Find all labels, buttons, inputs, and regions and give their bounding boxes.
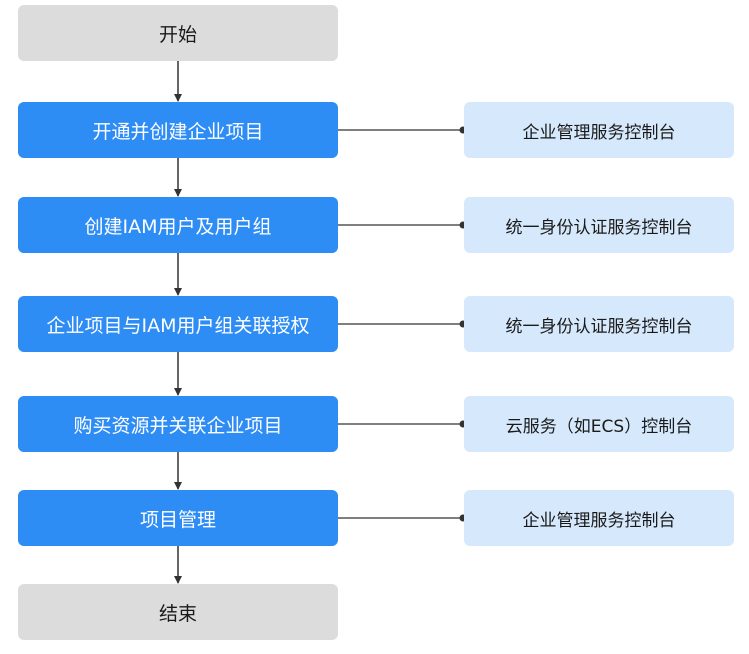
console-enterprise-management-2: 企业管理服务控制台	[464, 490, 734, 546]
console-cloud-service: 云服务（如ECS）控制台	[464, 396, 734, 452]
console-enterprise-management-1: 企业管理服务控制台	[464, 102, 734, 158]
console-iam-1: 统一身份认证服务控制台	[464, 197, 734, 253]
start-node: 开始	[18, 5, 338, 61]
step-create-iam-users: 创建IAM用户及用户组	[18, 197, 338, 253]
step-project-management: 项目管理	[18, 490, 338, 546]
step-buy-resources: 购买资源并关联企业项目	[18, 396, 338, 452]
console-iam-2: 统一身份认证服务控制台	[464, 296, 734, 352]
step-authorize-user-groups: 企业项目与IAM用户组关联授权	[18, 296, 338, 352]
end-node: 结束	[18, 584, 338, 640]
step-enable-enterprise-project: 开通并创建企业项目	[18, 102, 338, 158]
